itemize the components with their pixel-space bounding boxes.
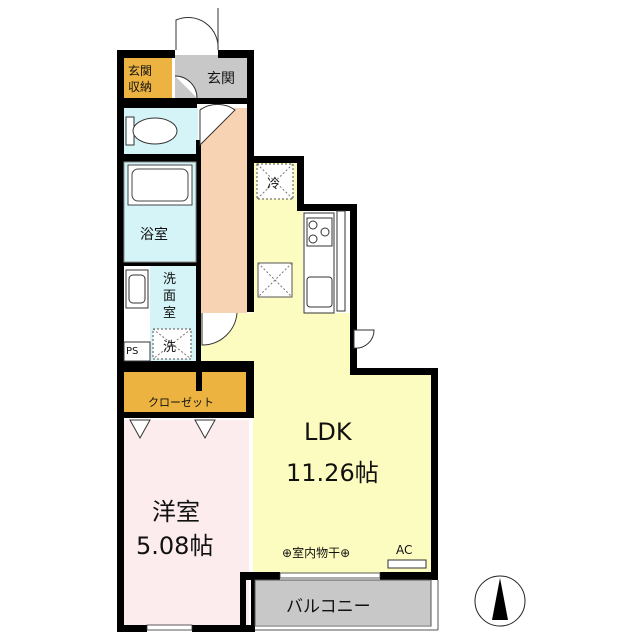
- ldk-floor-kitchen: [253, 313, 353, 373]
- genkan-floor: [175, 55, 247, 98]
- genkan-storage-label-line1: 玄関: [128, 64, 153, 78]
- washer-label: 洗: [163, 340, 177, 355]
- ldk-name: LDK: [304, 418, 352, 446]
- closet-label: クローゼット: [148, 396, 214, 409]
- ac-label: AC: [396, 543, 413, 557]
- washroom-label-1: 洗: [163, 272, 177, 287]
- closet-floor: [124, 372, 246, 417]
- drying-hook-icon: ⊕: [282, 546, 293, 560]
- bathroom-label: 浴室: [140, 227, 168, 243]
- hallway-floor: [200, 108, 247, 313]
- genkan-storage-floor: [124, 58, 172, 98]
- ldk-floor-main: [253, 370, 431, 573]
- fridge-label: 冷: [267, 177, 281, 192]
- genkan-label: 玄関: [207, 71, 235, 87]
- western-room-floor: [124, 420, 249, 625]
- north-arrow-icon: [475, 576, 525, 626]
- indoor-drying-label: ⊕室内物干⊕: [282, 546, 351, 560]
- ps-label: PS: [126, 346, 139, 357]
- western-room-name: 洋室: [152, 498, 200, 526]
- ldk-size: 11.26帖: [286, 459, 379, 487]
- drying-hook-icon: ⊕: [340, 546, 351, 560]
- balcony-label: バルコニー: [286, 597, 371, 617]
- balcony-floor: [253, 580, 431, 625]
- washroom-label-3: 室: [163, 306, 177, 321]
- western-room-size: 5.08帖: [136, 532, 214, 560]
- genkan-storage-label-line2: 収納: [128, 80, 153, 94]
- washroom-label-2: 面: [163, 289, 177, 304]
